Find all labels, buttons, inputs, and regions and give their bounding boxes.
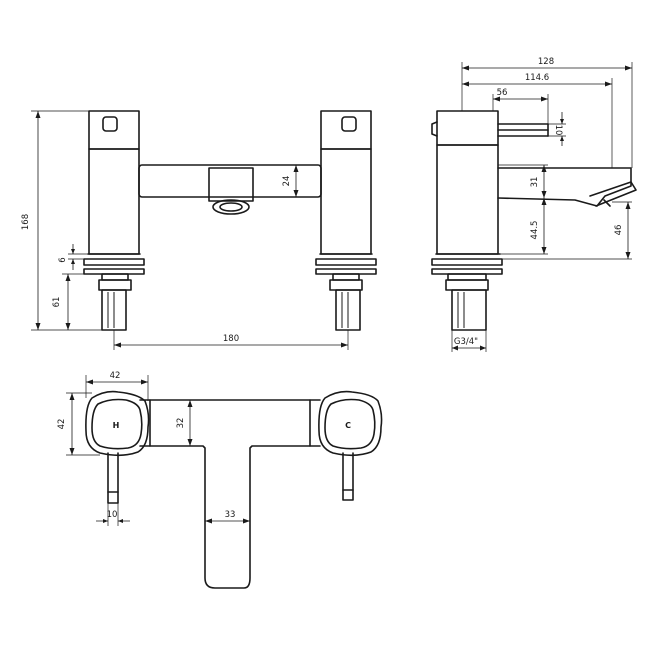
lever-reach-label: 56 <box>497 88 508 98</box>
body-height-label: 44.5 <box>530 221 540 240</box>
side-elevation: 128 114.6 56 10 31 44.5 46 <box>431 57 637 352</box>
centres-label: 180 <box>223 334 239 344</box>
cold-handle-label: C <box>345 421 351 430</box>
flange-height-label: 6 <box>58 257 68 262</box>
hot-handle: H <box>85 390 150 504</box>
bar-depth-label: 32 <box>176 418 186 429</box>
spout-projection-label: 114.6 <box>525 73 549 83</box>
cold-indicator-icon <box>341 116 357 132</box>
overall-depth-label: 128 <box>538 57 554 67</box>
hot-handle-label: H <box>113 421 120 430</box>
tail-height-label: 61 <box>52 297 62 308</box>
front-elevation: 168 6 61 180 24 <box>21 110 377 350</box>
spout-drop-label: 31 <box>530 177 540 188</box>
total-height-label: 168 <box>21 214 31 230</box>
hot-indicator-icon <box>102 116 118 132</box>
spout-height-label: 24 <box>282 176 292 187</box>
bridge-spout <box>138 164 322 215</box>
handle-depth-label: 42 <box>57 419 67 430</box>
right-column <box>315 110 377 331</box>
outlet-height-label: 46 <box>614 225 624 236</box>
left-column <box>83 110 145 331</box>
cold-handle: C <box>318 390 383 501</box>
lever-width-label: 10 <box>107 510 118 520</box>
plan-view: H C 42 42 32 10 3 <box>57 371 383 589</box>
spout-width-label: 33 <box>225 510 236 520</box>
handle-width-label: 42 <box>110 371 121 381</box>
lever-size-label: 10 <box>553 125 563 136</box>
thread-label: G3/4" <box>454 337 478 347</box>
